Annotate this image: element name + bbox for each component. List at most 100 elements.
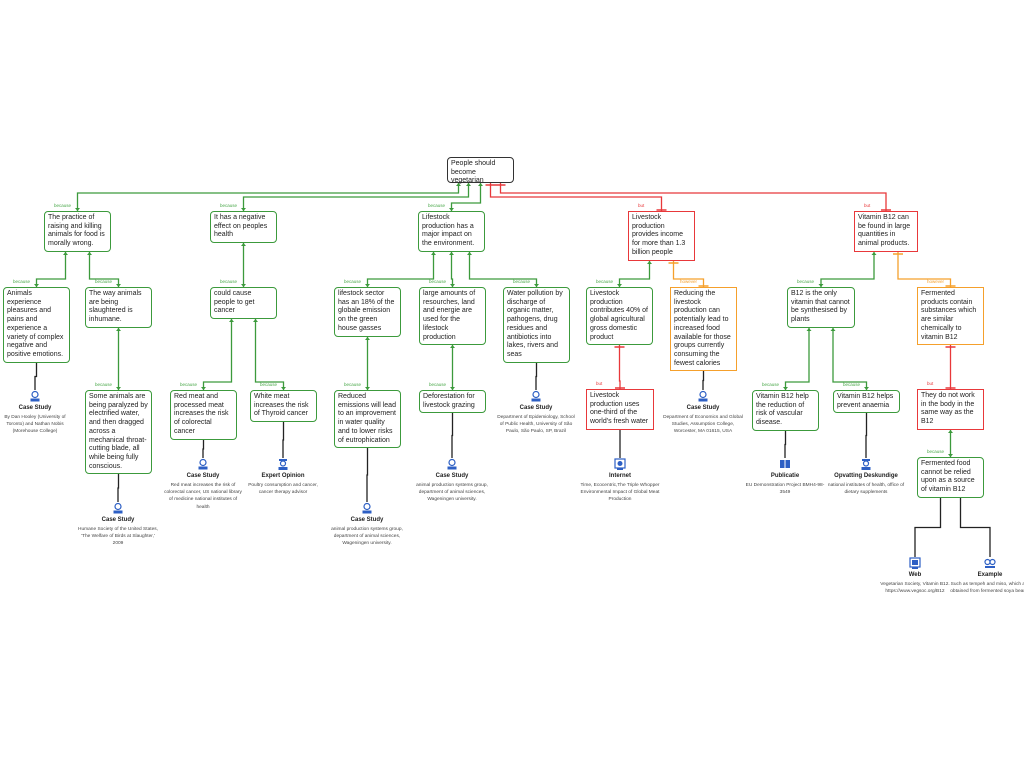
evidence-connector — [702, 371, 705, 390]
evidence-source: animal production systems group, departm… — [416, 483, 488, 503]
relation-label: because — [843, 382, 861, 387]
reason-deforestation[interactable]: Deforestation for livestock grazing — [419, 390, 486, 414]
evidence-type: Expert Opinion — [261, 473, 305, 479]
evidence-source: Department of Economics and Global Studi… — [663, 415, 743, 435]
objection-fresh-water[interactable]: Livestock production uses one-third of t… — [586, 389, 654, 430]
relation-label: because — [95, 382, 113, 387]
evidence-source: Department of Epidemiology, School of Pu… — [497, 415, 575, 435]
evidence-connector — [202, 440, 205, 458]
arrowhead — [450, 345, 455, 348]
evidence-source: Such as tempeh and miso, which are obtai… — [950, 582, 1024, 595]
relation-label: because — [180, 382, 198, 387]
reason-anaemia[interactable]: Vitamin B12 helps prevent anaemia — [833, 390, 900, 414]
relation-label: because — [220, 203, 238, 208]
reason-reduced-emissions[interactable]: Reduced emissions will lead to an improv… — [334, 390, 401, 449]
evidence-source: Red meat increases the risk of colorecta… — [164, 483, 242, 510]
reason-b12-plants[interactable]: B12 is the only vitamin that cannot be s… — [787, 287, 855, 328]
relation-label: but — [864, 203, 871, 208]
relation-label: because — [429, 279, 447, 284]
connector — [820, 252, 875, 287]
expert-icon — [861, 459, 871, 470]
evidence-type: Publicatie — [770, 473, 800, 479]
case-study-icon — [531, 390, 541, 402]
arrowhead — [253, 319, 258, 322]
evidence-source: animal production systems group, departm… — [331, 527, 403, 547]
connector — [254, 319, 285, 390]
connector — [450, 252, 454, 287]
relation-label: because — [13, 279, 31, 284]
evidence-source: Poultry consumption and cancer, cancer t… — [248, 483, 318, 496]
case-study-icon — [362, 502, 372, 514]
connector — [202, 319, 233, 390]
reason-vascular[interactable]: Vitamin B12 help the reduction of risk o… — [752, 390, 819, 431]
objection-b12[interactable]: Vitamin B12 can be found in large quanti… — [854, 211, 918, 252]
reason-emissions[interactable]: lifestock sector has an 18% of the globa… — [334, 287, 401, 337]
connector — [76, 183, 460, 211]
case-study-icon — [30, 390, 40, 402]
relation-label: because — [220, 279, 238, 284]
evidence-type: Opvatting Deskundige — [834, 473, 898, 479]
evidence-connector — [451, 413, 454, 458]
evidence-case-study[interactable]: Case Study animal production systems grou… — [412, 458, 492, 504]
reason-resources[interactable]: large amounts of resourches, land and en… — [419, 287, 486, 346]
objection-not-same[interactable]: They do not work in the body in the same… — [917, 389, 984, 430]
rebuttal-fermented[interactable]: Fermented products contain substances wh… — [917, 287, 984, 346]
expert-icon — [278, 459, 288, 470]
relation-label: because — [513, 279, 531, 284]
relation-label: because — [762, 382, 780, 387]
connector — [784, 328, 810, 390]
evidence-type: Case Study — [101, 517, 135, 523]
evidence-source: Time, Ecocentric,The Triple Whopper Envi… — [580, 483, 660, 503]
reason-inhumane[interactable]: The way animals are being slaughtered is… — [85, 287, 152, 328]
reason-health[interactable]: It has a negative effect on peoples heal… — [210, 211, 277, 244]
relation-label: but — [596, 381, 603, 386]
objection-income[interactable]: Livestock production provides income for… — [628, 211, 695, 261]
arrowhead — [871, 252, 877, 255]
reason-cancer[interactable]: could cause people to get cancer — [210, 287, 277, 320]
arrowhead — [365, 337, 370, 340]
arrowhead — [87, 252, 92, 255]
relation-label: because — [927, 449, 945, 454]
relation-label: because — [344, 279, 362, 284]
main-claim[interactable]: People should become vegetarian — [447, 157, 514, 184]
evidence-publication[interactable]: Publicatie EU Demonstration Project BMH4-… — [745, 458, 825, 496]
evidence-type: Web — [908, 572, 922, 578]
case-study-icon — [698, 390, 708, 402]
reason-environment[interactable]: Lifestock production has a major impact … — [418, 211, 485, 252]
case-study-icon — [198, 458, 208, 470]
evidence-type: Case Study — [435, 473, 469, 479]
reason-white-meat[interactable]: White meat increases the risk of Thyroid… — [250, 390, 317, 423]
evidence-connector — [34, 363, 38, 390]
rebuttal-food-availability[interactable]: Reducing the livestock production can po… — [670, 287, 737, 372]
evidence-type: Case Study — [186, 473, 220, 479]
case-study-icon — [113, 502, 123, 514]
relation-label: however — [680, 279, 698, 284]
evidence-case-study[interactable]: Case Study animal production systems grou… — [327, 502, 407, 548]
reason-not-reliable[interactable]: Fermented food cannot be relied upon as … — [917, 457, 984, 498]
evidence-source: By Dan Hooley (University of Toronto) an… — [4, 415, 66, 435]
reason-water-pollution[interactable]: Water pollution by discharge of organic … — [503, 287, 570, 363]
reason-red-meat[interactable]: Red meat and processed meat increases th… — [170, 390, 237, 440]
connector — [35, 252, 67, 287]
evidence-type: Case Study — [350, 517, 384, 523]
reason-gdp[interactable]: Livestock production contributes 40% of … — [586, 287, 653, 346]
reason-paralyzed[interactable]: Some animals are being paralyzed by elec… — [85, 390, 152, 475]
arrowhead — [63, 252, 68, 255]
evidence-source: EU Demonstration Project BMH4-98-3549 — [745, 483, 825, 496]
reason-moral[interactable]: The practice of raising and killing anim… — [44, 211, 111, 252]
evidence-type: Case Study — [686, 405, 720, 411]
relation-label: because — [260, 382, 278, 387]
relation-label: because — [428, 203, 446, 208]
reason-emotions[interactable]: Animals experience pleasures and pains a… — [3, 287, 70, 363]
